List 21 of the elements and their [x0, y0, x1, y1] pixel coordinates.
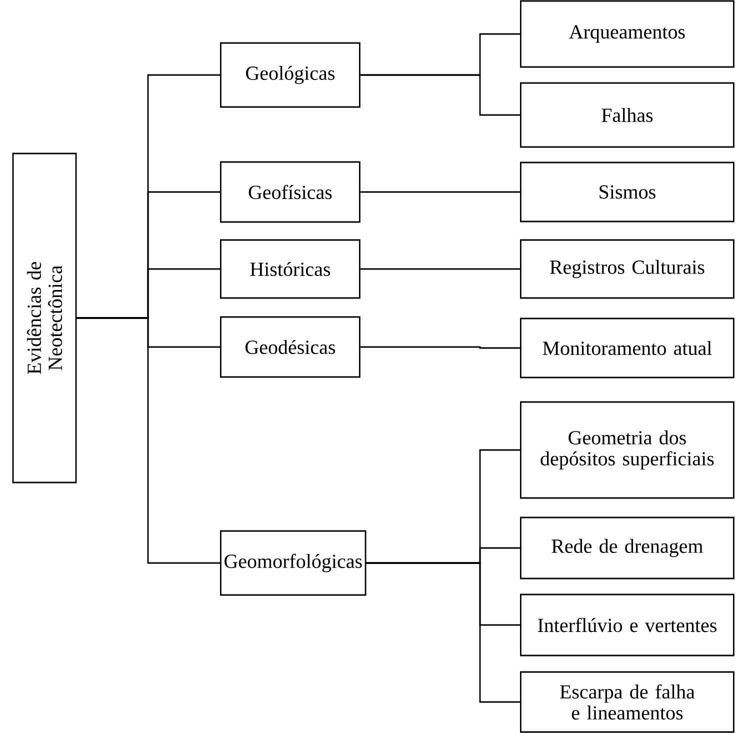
evidence-box: Escarpa de falha e lineamentos	[520, 671, 734, 733]
evidence-box: Sismos	[520, 162, 734, 222]
evidence-box: Arqueamentos	[520, 0, 734, 68]
evidence-box: Falhas	[520, 82, 734, 148]
connector-line	[360, 346, 520, 349]
category-box: Históricas	[220, 239, 360, 299]
evidence-box: Registros Culturais	[520, 239, 734, 299]
connector-line	[360, 74, 520, 116]
category-box: Geomorfológicas	[220, 530, 366, 596]
connector-line	[360, 268, 520, 270]
connector-line	[360, 191, 520, 193]
evidence-box: Monitoramento atual	[520, 318, 734, 378]
evidence-box: Rede de drenagem	[520, 516, 734, 580]
evidence-box: Geometria dos depósitos superficiais	[520, 401, 734, 499]
category-box: Geofísicas	[220, 161, 360, 223]
category-box: Geológicas	[220, 42, 360, 108]
connector-line	[76, 317, 220, 564]
root-box: Evidências de Neotectônica	[12, 152, 77, 484]
evidence-box: Interflúvio e vertentes	[520, 594, 734, 656]
category-box: Geodésicas	[220, 316, 360, 378]
connector-line	[366, 562, 520, 703]
